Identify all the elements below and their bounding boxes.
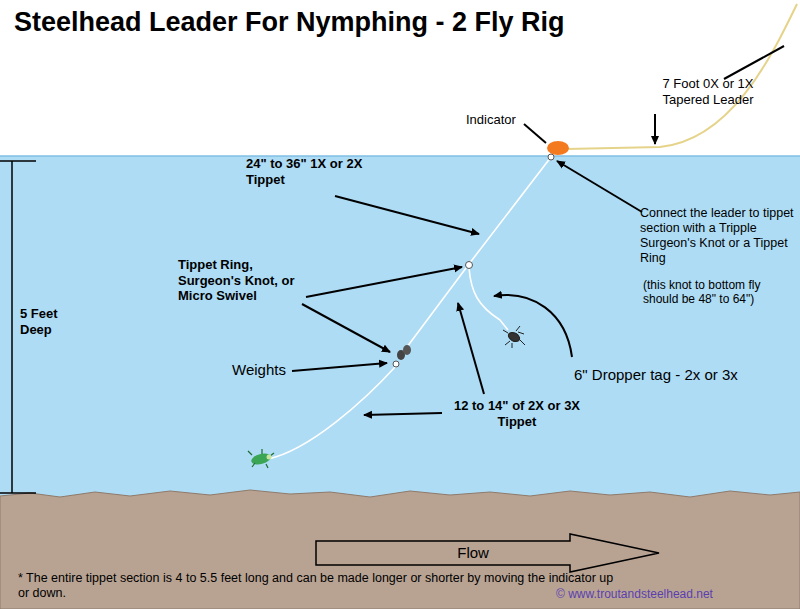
weights <box>393 345 411 367</box>
copyright: © www.troutandsteelhead.net <box>556 587 713 601</box>
dropper-fly <box>503 326 525 348</box>
knot-note: Connect the leader to tippet section wit… <box>640 206 798 266</box>
bottom-fly <box>248 449 274 468</box>
flow-arrow: Flow <box>315 533 660 573</box>
indicator <box>547 141 569 155</box>
tippet <box>404 157 551 351</box>
bottom-tippet <box>268 366 396 459</box>
length-note: (this knot to bottom fly should be 48" t… <box>643 278 793 307</box>
ring-label: Tippet Ring, Surgeon's Knot, or Micro Sw… <box>178 257 308 304</box>
depth-label: 5 Feet Deep <box>20 306 76 337</box>
dropper-label: 6" Dropper tag - 2x or 3x <box>574 366 738 384</box>
river-bed <box>0 490 800 609</box>
flow-label: Flow <box>457 544 489 562</box>
footnote: * The entire tippet section is 4 to 5.5 … <box>18 571 618 601</box>
tippet-ring <box>466 262 473 269</box>
bottom-tippet-label: 12 to 14" of 2X or 3X Tippet <box>447 398 587 429</box>
water-surface <box>0 155 800 157</box>
tapered-leader <box>566 4 797 149</box>
indicator-label: Indicator <box>466 112 516 128</box>
flow-arrow-shape <box>316 534 659 572</box>
dropper-tag <box>469 268 508 330</box>
flow-text-holder: Flow <box>457 544 489 562</box>
water <box>0 156 800 501</box>
leader-knot <box>548 154 554 160</box>
leader-label: 7 Foot 0X or 1X Tapered Leader <box>648 76 768 107</box>
weights-label: Weights <box>232 361 286 379</box>
tippet-label: 24" to 36" 1X or 2X Tippet <box>246 156 386 187</box>
diagram-title: Steelhead Leader For Nymphing - 2 Fly Ri… <box>14 6 565 38</box>
